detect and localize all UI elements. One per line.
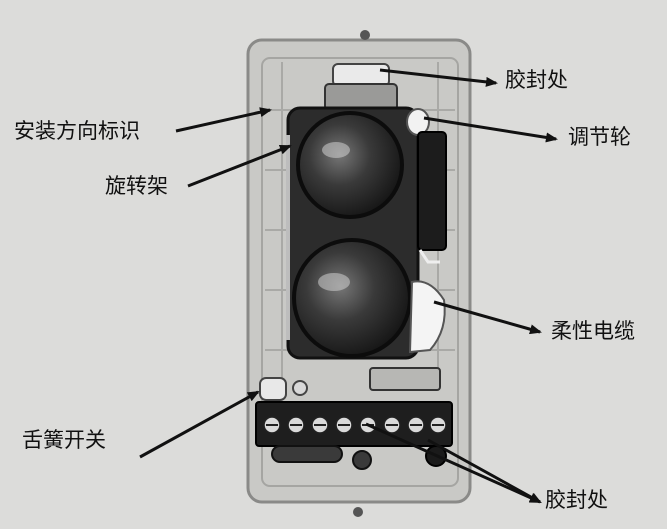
label-rotating-frame: 旋转架 [105, 174, 168, 198]
label-seal-bottom: 胶封处 [545, 488, 608, 512]
arrow-seal-bottom-1 [365, 422, 542, 504]
label-flex-cable: 柔性电缆 [551, 319, 635, 343]
arrow-seal-bottom-2 [427, 438, 542, 504]
reed-switch-area [259, 367, 441, 401]
arrow-orientation [175, 107, 272, 133]
label-reed-switch: 舌簧开关 [22, 428, 106, 452]
callout-arrows [139, 68, 558, 504]
arrow-rotating-frame [187, 144, 292, 188]
adjust-wheel-assembly [406, 108, 447, 264]
top-cap [324, 63, 398, 111]
terminal-block [255, 401, 453, 470]
flex-cable [408, 280, 446, 354]
bottom-screw-icon [353, 507, 363, 517]
label-seal-top: 胶封处 [505, 68, 568, 92]
arrow-adjust-wheel [423, 116, 558, 143]
upper-lens [296, 111, 404, 219]
arrow-reed-switch [139, 390, 260, 459]
top-screw-icon [360, 30, 370, 40]
label-orientation: 安装方向标识 [14, 119, 140, 143]
lower-lens [292, 238, 412, 358]
arrow-seal-top [379, 68, 498, 87]
arrow-flex-cable [433, 300, 542, 335]
label-adjust-wheel: 调节轮 [568, 125, 631, 149]
